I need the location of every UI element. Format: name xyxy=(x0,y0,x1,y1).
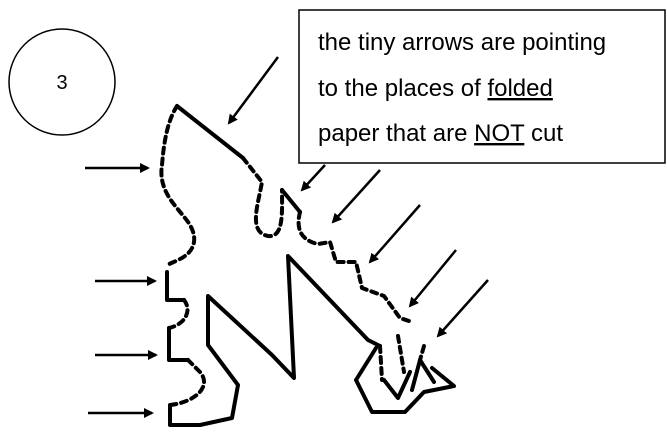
arrow-icon xyxy=(410,250,456,306)
caption-line-3-end: cut xyxy=(524,120,563,147)
caption-line-2: to the places of folded xyxy=(318,75,553,102)
step-number-badge: 3 xyxy=(9,29,115,135)
fold-line xyxy=(169,300,188,328)
arrow-icon xyxy=(370,205,420,262)
fold-line xyxy=(299,212,412,322)
caption-line-2-text: to the places of xyxy=(318,75,487,102)
cut-line xyxy=(170,405,200,425)
fold-line xyxy=(161,106,194,265)
cut-line xyxy=(169,328,188,360)
caption-underlined-not: NOT xyxy=(474,120,525,147)
cut-line xyxy=(282,190,300,212)
step-number: 3 xyxy=(56,72,67,94)
cut-line xyxy=(200,256,380,425)
fold-line xyxy=(398,336,404,372)
fold-line xyxy=(243,158,282,236)
caption-line-3-text: paper that are xyxy=(318,120,474,147)
fold-line xyxy=(170,360,204,405)
arrow-icon xyxy=(438,280,488,336)
cut-line xyxy=(177,106,243,158)
cut-line xyxy=(167,272,184,300)
caption-line-1: the tiny arrows are pointing xyxy=(318,29,606,56)
arrow-icon xyxy=(333,170,380,222)
fold-line xyxy=(420,346,424,360)
caption-line-1-text: the tiny arrows are pointing xyxy=(318,29,606,56)
caption-box: the tiny arrows are pointing to the plac… xyxy=(299,10,665,163)
caption-underlined-folded: folded xyxy=(487,75,552,102)
fold-line xyxy=(380,346,382,380)
cut-line xyxy=(412,360,434,390)
cut-line xyxy=(384,372,410,398)
arrow-icon xyxy=(229,57,278,123)
caption-line-3: paper that are NOT cut xyxy=(318,120,563,147)
arrow-icon xyxy=(302,165,325,190)
